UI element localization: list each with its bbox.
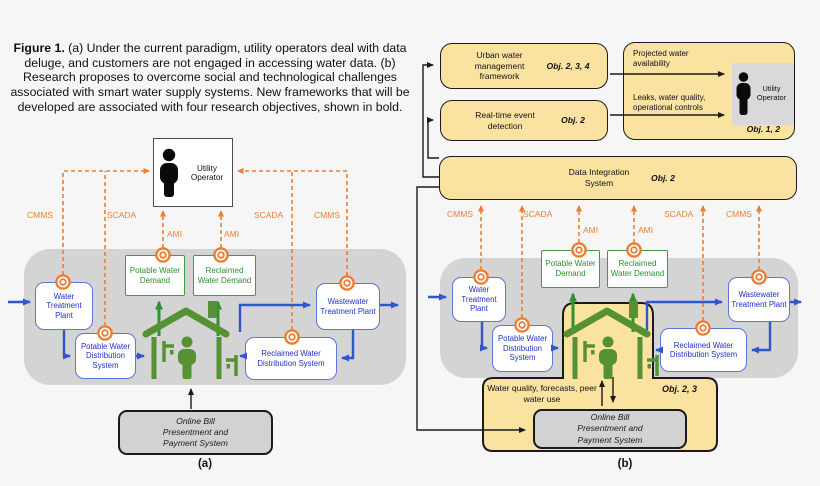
online-bill-system-b: Online Bill Presentment and Payment Syst… <box>533 409 687 449</box>
bill-line-1: Online Bill <box>176 415 215 426</box>
wtp-to-pwds-a <box>62 330 71 360</box>
scada-label-right-a: SCADA <box>254 210 284 220</box>
wwtp-to-rwds-a <box>341 330 355 362</box>
utility-operator-label: Utility Operator <box>190 163 224 182</box>
cmms-label-left-b: CMMS <box>447 209 473 219</box>
house-icon <box>567 301 658 379</box>
panel-a-label: (a) <box>197 458 213 470</box>
potable-water-distribution-a: Potable Water Distribution System <box>75 333 136 379</box>
water-treatment-plant-a: Water Treatment Plant <box>35 282 93 330</box>
projected-availability-label: Projected water availability <box>633 49 689 69</box>
reclaimed-water-distribution-a: Reclaimed Water Distribution System <box>245 337 337 380</box>
wastewater-treatment-plant-a: Wastewater Treatment Plant <box>316 283 380 330</box>
cmms-label-right-a: CMMS <box>314 210 340 220</box>
urban-water-framework-label: Urban water management framework <box>474 50 525 82</box>
wwtp-to-rwds-b <box>751 322 772 354</box>
potable-water-demand-a: Potable Water Demand <box>125 255 185 296</box>
data-integration-system-box: Data Integration System Obj. 2 <box>439 156 797 200</box>
data-integration-obj: Obj. 2 <box>651 172 675 183</box>
reclaimed-water-distribution-b: Reclaimed Water Distribution System <box>660 328 747 372</box>
scada-label-left-a: SCADA <box>107 210 137 220</box>
customer-obj: Obj. 2, 3 <box>662 384 698 394</box>
person-icon <box>736 72 750 115</box>
realtime-event-label: Real-time event detection <box>475 109 535 131</box>
figure-caption-prefix: Figure 1. <box>13 41 65 55</box>
data-integration-label: Data Integration System <box>568 167 630 188</box>
utility-operator-label-b: Utility Operator <box>756 84 787 102</box>
urban-water-framework-obj: Obj. 2, 3, 4 <box>546 60 590 71</box>
scada-label-left-b: SCADA <box>523 209 553 219</box>
ami-label-left-b: AMI <box>583 225 599 235</box>
figure-caption-text: (a) Under the current paradigm, utility … <box>10 41 410 114</box>
operator-panel-obj: Obj. 1, 2 <box>746 124 780 135</box>
bill-line-2: Presentment and <box>577 423 643 434</box>
utility-operator-box-b: Utility Operator <box>732 63 794 125</box>
cmms-label-right-b: CMMS <box>726 209 752 219</box>
bill-line-2: Presentment and <box>162 426 229 437</box>
house-icon <box>146 301 237 379</box>
reclaimed-water-demand-a: Reclaimed Water Demand <box>193 255 256 296</box>
leaks-quality-controls-label: Leaks, water quality, operational contro… <box>633 93 706 113</box>
bill-line-1: Online Bill <box>590 412 630 423</box>
realtime-event-obj: Obj. 2 <box>561 115 585 126</box>
bill-line-3: Payment System <box>163 438 228 449</box>
urban-water-framework-box: Urban water management framework Obj. 2,… <box>440 43 608 89</box>
dis-to-urban-connector <box>422 62 439 178</box>
dis-to-realtime-connector <box>427 117 439 159</box>
potable-water-demand-b: Potable Water Demand <box>541 250 600 288</box>
wtp-to-pwds-b <box>480 322 488 352</box>
utility-operator-panel-b: Projected water availability Leaks, wate… <box>623 42 795 140</box>
reclaimed-water-demand-b: Reclaimed Water Demand <box>607 250 668 288</box>
cmms-label-left-a: CMMS <box>27 210 53 220</box>
potable-water-distribution-b: Potable Water Distribution System <box>492 325 553 372</box>
house-to-wwtp-a <box>238 301 311 332</box>
figure-caption: Figure 1. (a) Under the current paradigm… <box>10 41 410 115</box>
ami-label-right-b: AMI <box>638 225 654 235</box>
panel-b-label: (b) <box>617 458 633 470</box>
ami-label-right-a: AMI <box>224 229 240 239</box>
wastewater-treatment-plant-b: Wastewater Treatment Plant <box>728 277 790 322</box>
ami-label-left-a: AMI <box>167 229 183 239</box>
water-quality-forecasts-label: Water quality, forecasts, peer water use <box>487 383 597 405</box>
water-treatment-plant-b: Water Treatment Plant <box>452 277 506 322</box>
realtime-event-detection-box: Real-time event detection Obj. 2 <box>440 100 608 141</box>
bill-line-3: Payment System <box>577 434 643 445</box>
utility-operator-box-a: Utility Operator <box>153 138 233 207</box>
online-bill-system-a: Online Bill Presentment and Payment Syst… <box>118 410 273 455</box>
person-icon <box>160 148 178 197</box>
scada-label-right-b: SCADA <box>664 209 694 219</box>
demand-arrows <box>155 292 637 336</box>
house-to-wwtp-b <box>645 298 723 330</box>
